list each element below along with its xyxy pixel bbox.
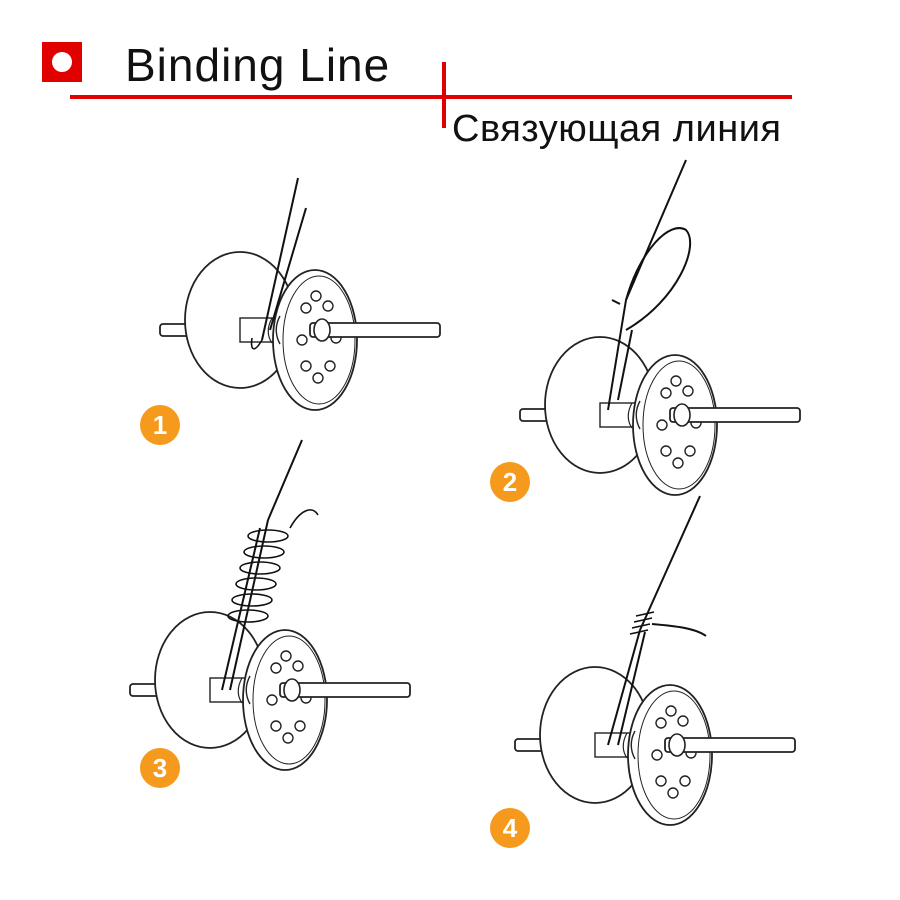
square-bullet-icon — [42, 42, 82, 82]
title-underline — [70, 95, 792, 99]
page-subtitle: Связующая линия — [452, 108, 782, 150]
step-3-badge: 3 — [140, 748, 180, 788]
step-1-badge: 1 — [140, 405, 180, 445]
title-divider — [442, 62, 446, 128]
step-2-badge: 2 — [490, 462, 530, 502]
page-title: Binding Line — [125, 39, 391, 91]
step-2-illustration — [519, 159, 801, 496]
step-4-badge: 4 — [490, 808, 530, 848]
step-1-illustration — [159, 177, 441, 411]
step-4-illustration — [514, 495, 796, 826]
step-3-illustration — [129, 439, 411, 771]
